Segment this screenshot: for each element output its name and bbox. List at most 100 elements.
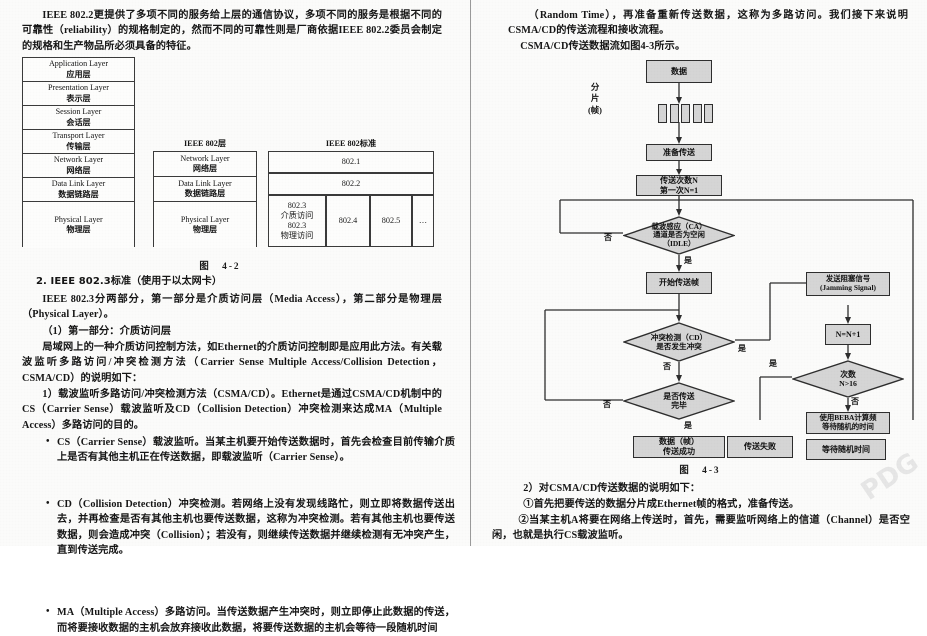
layer-zh: 物理层 xyxy=(192,225,218,234)
frame-cell xyxy=(692,104,702,123)
flow-node-success: 数据（帧） 传送成功 xyxy=(633,436,725,458)
layer-zh: 数据链路层 xyxy=(58,189,99,199)
diamond-shape xyxy=(623,382,735,420)
frame-cell xyxy=(658,104,667,123)
layer-zh: 网络层 xyxy=(66,165,91,175)
ieee802-layer-network: Network Layer 网络层 xyxy=(154,152,256,177)
edge-label-done-yes: 是 xyxy=(684,421,692,430)
flow-node-collision-detect: 冲突检测（CD） 是否发生冲突 xyxy=(623,322,735,362)
flow-label-fragment: 分 片 xyxy=(590,83,600,103)
osi-layer-transport: Transport Layer 传输层 xyxy=(23,130,134,154)
flow-node-send-complete-label: 是否传送 完毕 xyxy=(663,391,695,410)
layer-en: Physical Layer xyxy=(180,214,230,224)
layer-zh: 物理层 xyxy=(66,225,91,234)
bullet-multiple-access: MA（Multiple Access）多路访问。当传送数据产生冲突时，则立即停止… xyxy=(44,604,455,636)
right-paragraph-2: CSMA/CD传送数据流如图4-3所示。 xyxy=(520,41,686,52)
layer-zh: 表示层 xyxy=(66,93,91,103)
right-paragraph-4: ①首先把要传送的数据分片成Ethernet帧的格式，准备传送。 xyxy=(523,499,800,510)
diamond-shape xyxy=(623,216,735,255)
page-gutter-divider xyxy=(470,0,471,546)
edge-label-cd-yes: 是 xyxy=(738,344,746,353)
osi-layer-presentation: Presentation Layer 表示层 xyxy=(23,82,134,106)
flow-node-increment: N=N+1 xyxy=(825,324,871,345)
figure-4-2: Application Layer 应用层 Presentation Layer… xyxy=(22,57,434,252)
std-cell-802-5: 802.5 xyxy=(370,195,412,247)
layer-en: Transport Layer xyxy=(52,131,105,141)
flow-node-prepare: 准备传送 xyxy=(646,144,712,161)
std-cell-802-1: 802.1 xyxy=(268,151,434,173)
flow-node-wait-random: 等待随机时间 xyxy=(806,439,886,460)
layer-en: Data Link Layer xyxy=(178,178,232,188)
flow-node-jamming-signal: 发送阻塞信号 (Jamming Signal) xyxy=(806,272,890,296)
osi-layer-application: Application Layer 应用层 xyxy=(23,58,134,82)
frame-cell xyxy=(704,104,713,123)
ieee802-layer-datalink: Data Link Layer 数据链路层 xyxy=(154,177,256,202)
diamond-shape xyxy=(623,322,735,362)
right-paragraph-3: 2）对CSMA/CD传送数据的说明如下： xyxy=(523,483,701,494)
osi-layer-session: Session Layer 会话层 xyxy=(23,106,134,130)
frame-cell xyxy=(681,104,690,123)
ieee802-standard-table: 802.1 802.2 802.3 介质访问 802.3 物理访问 802.4 … xyxy=(268,151,434,247)
right-paragraph-1: （Random Time），再准备重新传送数据，这称为多路访问。我们接下来说明C… xyxy=(508,10,908,37)
bullet-carrier-sense: CS（Carrier Sense）载波监听。当某主机要开始传送数据时，首先会检查… xyxy=(44,434,455,466)
osi-layer-physical: Physical Layer 物理层 xyxy=(23,202,134,248)
layer-en: Physical Layer xyxy=(54,214,103,224)
layer-en: Data Link Layer xyxy=(51,179,106,189)
layer-en: Network Layer xyxy=(180,153,230,163)
left-paragraph-2: IEEE 802.3分两部分，第一部分是介质访问层（Media Access），… xyxy=(22,294,442,321)
section-heading-802-3: 2. IEEE 802.3标准（使用于以太网卡） xyxy=(36,276,222,287)
ieee802-standard-title: IEEE 802标准 xyxy=(325,139,377,148)
flow-frames-group xyxy=(658,104,713,123)
flow-node-send-complete: 是否传送 完毕 xyxy=(623,382,735,420)
left-paragraph-3: （1）第一部分：介质访问层 xyxy=(42,326,172,337)
left-paragraph-5: 1）载波监听多路访问/冲突检测方法（CSMA/CD）。Ethernet是通过CS… xyxy=(22,389,442,431)
flow-node-fail: 传送失败 xyxy=(727,436,793,458)
flow-label-frame: (帧) xyxy=(588,106,602,115)
std-cell-ellipsis: … xyxy=(412,195,434,247)
diamond-shape xyxy=(792,360,904,398)
std-cell-802-3: 802.3 介质访问 802.3 物理访问 xyxy=(268,195,326,247)
layer-zh: 网络层 xyxy=(192,164,218,173)
osi-layer-datalink: Data Link Layer 数据链路层 xyxy=(23,178,134,202)
flow-node-data: 数据 xyxy=(646,60,712,83)
layer-en: Session Layer xyxy=(55,107,102,117)
flow-node-start-transmit: 开始传送帧 xyxy=(646,272,712,294)
layer-en: Application Layer xyxy=(48,59,109,69)
layer-zh: 数据链路层 xyxy=(184,189,226,198)
edge-label-retry-no: 否 xyxy=(851,397,859,406)
flow-node-carrier-sense: 载波感应（CA） 通道是否为空闲 （IDLE） xyxy=(623,216,735,255)
left-paragraph-1: IEEE 802.2更提供了多项不同的服务给上层的通信协议，多项不同的服务是根据… xyxy=(22,10,442,52)
ieee802-layer-stack: Network Layer 网络层 Data Link Layer 数据链路层 … xyxy=(153,151,257,248)
ieee802-column-title: IEEE 802层 xyxy=(183,139,227,148)
edge-label-ca-yes: 是 xyxy=(684,256,692,265)
layer-en: Network Layer xyxy=(53,155,104,165)
left-page: IEEE 802.2更提供了多项不同的服务给上层的通信协议，多项不同的服务是根据… xyxy=(0,0,470,634)
edge-label-cd-no: 否 xyxy=(663,362,671,371)
flow-node-carrier-sense-label: 载波感应（CA） 通道是否为空闲 （IDLE） xyxy=(651,221,707,248)
edge-label-ca-no: 否 xyxy=(604,233,612,242)
edge-label-retry-yes: 是 xyxy=(769,359,777,368)
flow-node-transmit-count: 传送次数N 第一次N=1 xyxy=(636,175,722,196)
layer-zh: 会话层 xyxy=(66,117,91,127)
edge-label-done-no: 否 xyxy=(603,400,611,409)
frame-cell xyxy=(669,104,679,123)
layer-zh: 应用层 xyxy=(66,69,91,79)
left-paragraph-4: 局域网上的一种介质访问控制方法，如Ethernet的介质访问控制即是应用此方法。… xyxy=(22,342,442,384)
layer-zh: 传输层 xyxy=(66,141,91,151)
layer-en: Presentation Layer xyxy=(48,83,109,93)
figure-4-3-caption: 图 4-3 xyxy=(679,466,721,476)
flow-node-retry-count-label: 次数 N>16 xyxy=(839,369,857,388)
flow-node-beba: 使用BEBA计算频 等待随机的时间 xyxy=(806,412,890,434)
flow-node-collision-detect-label: 冲突检测（CD） 是否发生冲突 xyxy=(650,333,708,351)
osi-layer-network: Network Layer 网络层 xyxy=(23,154,134,178)
std-cell-802-2: 802.2 xyxy=(268,173,434,195)
flow-node-retry-count: 次数 N>16 xyxy=(792,360,904,398)
std-cell-802-4: 802.4 xyxy=(326,195,370,247)
right-page: （Random Time），再准备重新传送数据，这称为多路访问。我们接下来说明C… xyxy=(470,0,927,546)
figure-4-3-flowchart: 数据 分 片 (帧) 准备传送 传送次数N 第一次N=1 载波感应（CA） 通道… xyxy=(470,0,927,460)
bullet-collision-detection: CD（Collision Detection）冲突检测。若网络上没有发现线路忙，… xyxy=(44,496,455,559)
right-paragraph-5: ②当某主机A将要在网络上传送时，首先，需要监听网络上的信道（Channel）是否… xyxy=(492,515,910,542)
osi-layer-stack: Application Layer 应用层 Presentation Layer… xyxy=(22,57,135,248)
figure-4-2-caption: 图 4-2 xyxy=(199,262,241,272)
ieee802-layer-physical: Physical Layer 物理层 xyxy=(154,202,256,248)
